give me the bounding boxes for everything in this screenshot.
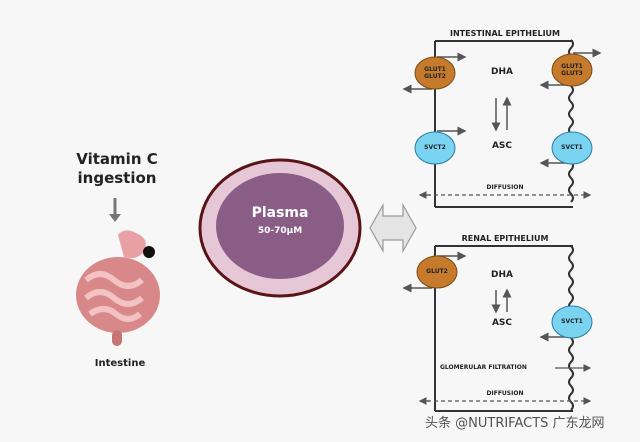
vitamin-c-title: Vitamin C ingestion (62, 150, 172, 188)
svct1-transporter-renal (551, 305, 593, 339)
svct1-label-renal: SVCT1 (561, 318, 583, 325)
watermark: 头条 @NUTRIFACTS 广东龙网 (425, 416, 605, 431)
asc-label-intestinal: ASC (491, 141, 513, 151)
glomerular-filtration-label: GLOMERULAR FILTRATION (440, 364, 527, 371)
plasma-compartment (198, 158, 362, 298)
glut1-glut3-label: GLUT1 GLUT3 (554, 63, 590, 77)
glut1-glut2-label: GLUT1 GLUT2 (417, 66, 453, 80)
dha-label-renal: DHA (491, 270, 513, 280)
plasma-concentration: 50-70µM (257, 226, 303, 236)
renal-title: RENAL EPITHELIUM (461, 234, 549, 243)
diffusion-label-intestinal: DIFFUSION (486, 184, 524, 191)
glut2-label-left: GLUT2 (424, 73, 446, 80)
renal-epithelium-diagram (402, 245, 593, 412)
svct1-transporter-intestinal (551, 131, 593, 165)
intestine-illustration-icon (76, 230, 160, 346)
glut3-label-right: GLUT3 (561, 70, 583, 77)
glut1-glut2-transporter (414, 56, 456, 90)
ingestion-arrow-icon (109, 198, 121, 222)
intestinal-title: INTESTINAL EPITHELIUM (449, 29, 560, 38)
bidirectional-arrow-icon (369, 202, 417, 254)
plasma-label: Plasma (251, 205, 309, 221)
svct2-transporter (414, 131, 456, 165)
svct2-label: SVCT2 (424, 144, 446, 151)
glut1-label-left: GLUT1 (424, 66, 446, 73)
vitamin-c-title-line2: ingestion (77, 169, 157, 187)
vitamin-c-title-line1: Vitamin C (76, 150, 158, 168)
svct1-label-intestinal: SVCT1 (561, 144, 583, 151)
glut2-transporter (416, 255, 458, 289)
intestine-label: Intestine (94, 358, 146, 369)
intestinal-epithelium-diagram (402, 39, 602, 208)
asc-label-renal: ASC (491, 318, 513, 328)
dha-label-intestinal: DHA (491, 67, 513, 77)
glut1-label-right: GLUT1 (561, 63, 583, 70)
glut1-glut3-transporter (551, 53, 593, 87)
diffusion-label-renal: DIFFUSION (486, 390, 524, 397)
glut2-label-renal: GLUT2 (426, 268, 448, 275)
